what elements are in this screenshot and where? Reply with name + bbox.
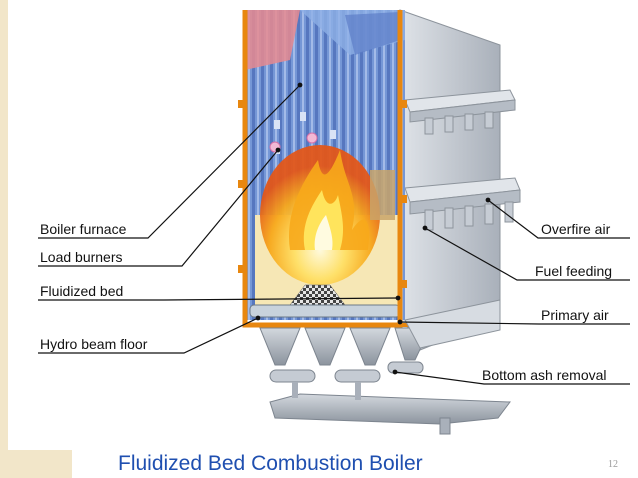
left-accent-strip [0,0,8,478]
page-number: 12 [608,459,618,470]
ash-hoppers [259,327,431,366]
primary-air-duct [404,299,501,349]
label-hydro-beam-floor: Hydro beam floor [40,336,148,352]
label-bottom-ash-removal: Bottom ash removal [482,367,607,383]
ash-conveyor [269,361,511,435]
label-primary-air: Primary air [541,307,609,323]
label-load-burners: Load burners [40,249,123,265]
overfire-air-duct-upper [404,89,516,135]
backpass-casing [399,9,501,351]
overfire-air-duct-lower [404,177,521,231]
label-boiler-furnace: Boiler furnace [40,221,127,237]
furnace-body [245,10,405,320]
bottom-accent-strip [0,450,72,478]
slide-title: Fluidized Bed Combustion Boiler [118,452,423,475]
label-fluidized-bed: Fluidized bed [40,283,124,299]
label-fuel-feeding: Fuel feeding [535,263,613,279]
leader-lines [38,82,630,385]
label-overfire-air: Overfire air [541,221,611,237]
